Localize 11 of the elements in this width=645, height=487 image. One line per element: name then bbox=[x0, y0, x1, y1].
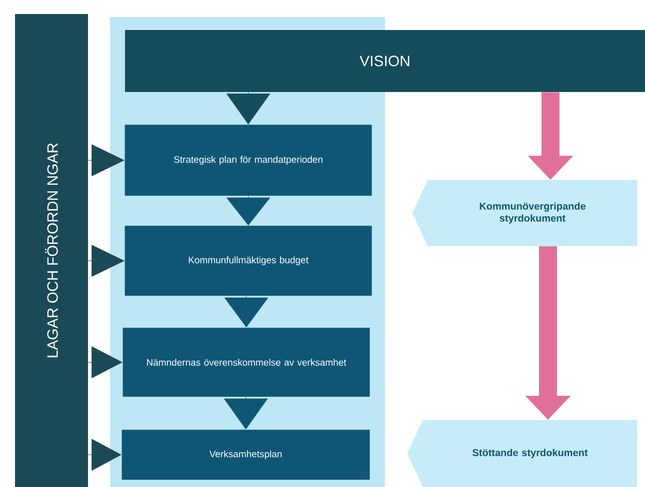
triangle-arrow bbox=[224, 296, 268, 328]
chevron-arrow bbox=[88, 244, 124, 277]
triangle-arrow bbox=[224, 396, 268, 430]
document-tag: Stöttande styrdokument bbox=[407, 420, 638, 487]
triangle-arrow bbox=[226, 196, 270, 226]
vertical-band: LAGAR OCH FÖRORDN NGAR bbox=[15, 14, 88, 487]
triangle-arrow bbox=[226, 92, 270, 124]
document-tag: Kommunövergripande styrdokument bbox=[412, 180, 638, 246]
chevron-arrow bbox=[88, 144, 124, 176]
chevron-arrow bbox=[88, 346, 122, 378]
chevron-arrow bbox=[88, 438, 122, 471]
